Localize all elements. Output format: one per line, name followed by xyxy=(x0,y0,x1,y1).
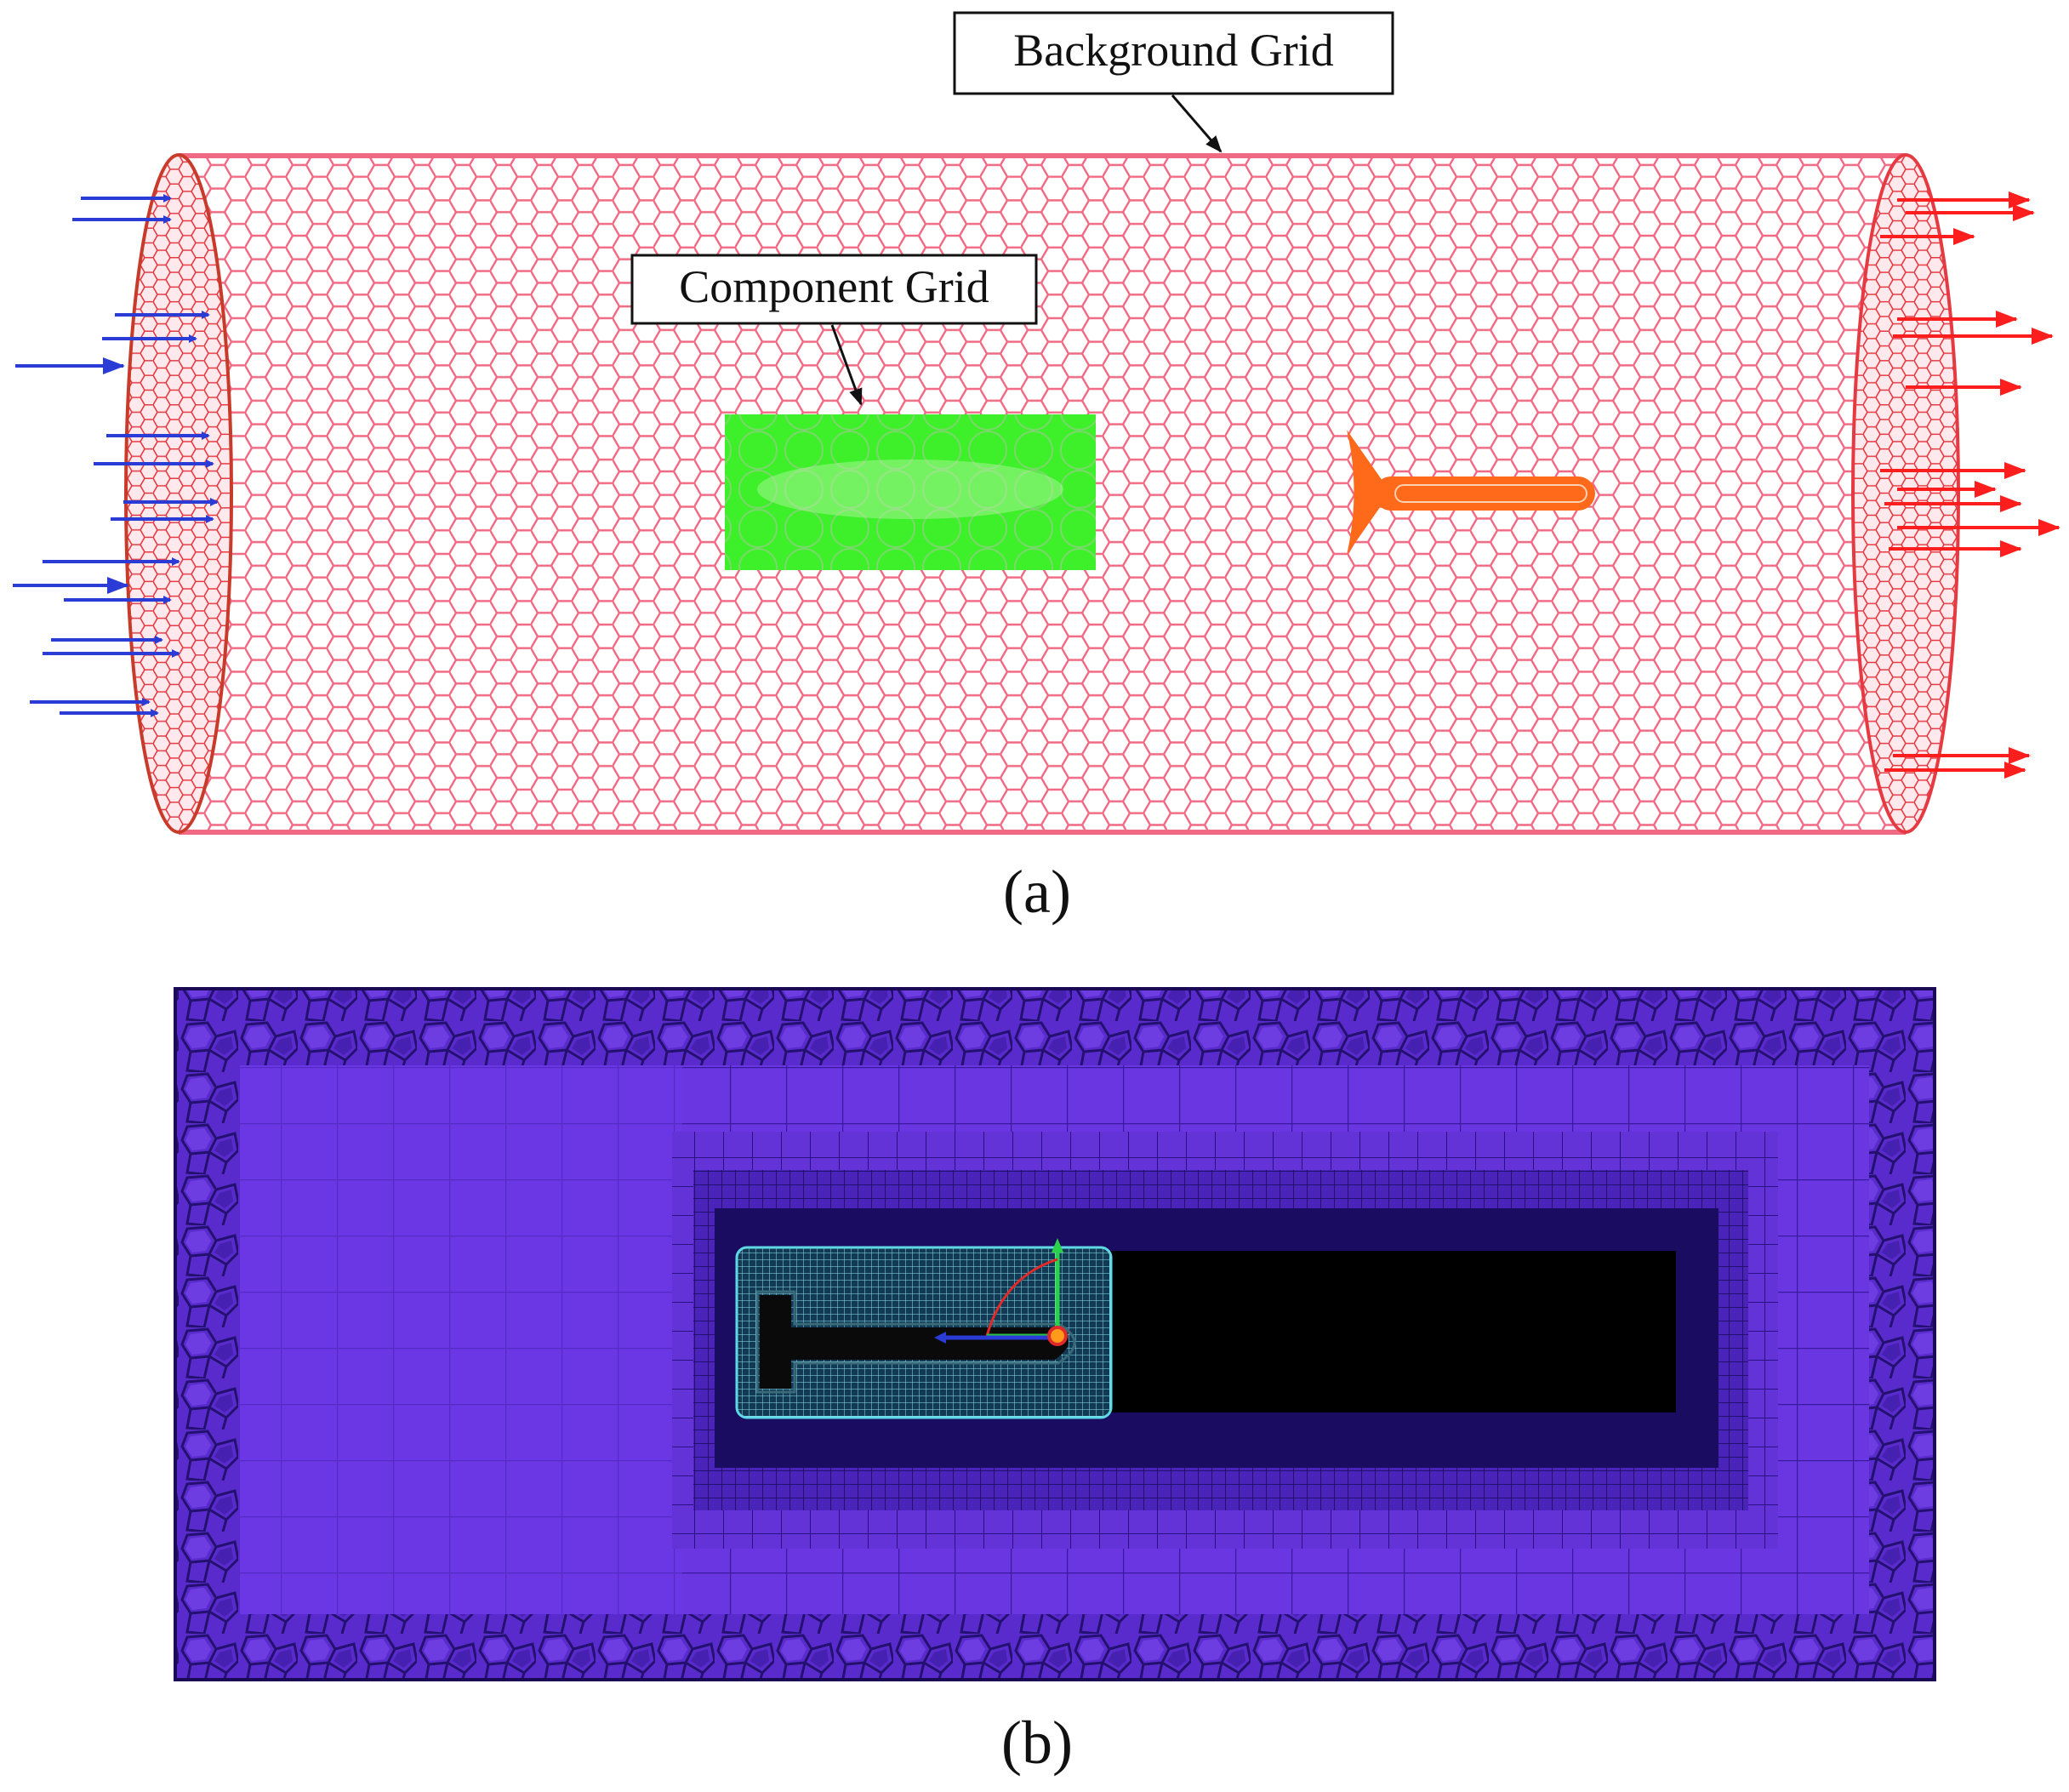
component-grid-box xyxy=(725,414,1096,570)
component-grid-callout: Component Grid xyxy=(630,254,1038,406)
caption-b: (b) xyxy=(1001,1709,1073,1777)
inlet-end-cap xyxy=(124,153,233,834)
background-grid-label: Background Grid xyxy=(1013,25,1333,76)
outlet-arrows xyxy=(1880,191,2060,779)
coordinate-axes-icon xyxy=(934,1238,1068,1346)
body-object xyxy=(1347,430,1595,555)
outlet-end-cap xyxy=(1851,153,1960,834)
panel-b: (b) xyxy=(174,987,1936,1777)
caption-a: (a) xyxy=(1003,858,1071,926)
panel-a: Background Grid Component Grid (a) xyxy=(13,11,2060,926)
inlet-arrows xyxy=(13,194,219,717)
component-grid-label: Component Grid xyxy=(679,261,989,312)
component-mesh xyxy=(735,1246,1113,1419)
background-grid-callout: Background Grid xyxy=(953,11,1394,153)
wake-region xyxy=(1110,1251,1676,1412)
